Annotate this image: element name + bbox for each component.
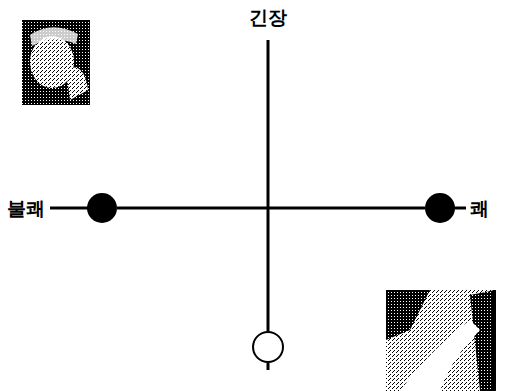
filled-circle — [425, 193, 455, 223]
tree-shape — [470, 290, 496, 391]
pole-label: 쾌 — [470, 199, 489, 218]
filled-circle — [87, 193, 117, 223]
pole-label: 불쾌 — [7, 199, 45, 218]
path-shape — [400, 320, 480, 391]
marker-shape — [87, 193, 117, 223]
person-photo — [22, 20, 90, 105]
hollow-marker — [253, 332, 283, 362]
vertical-axis-tail — [267, 363, 270, 370]
vertical-axis — [267, 40, 270, 331]
landscape-photo — [386, 290, 496, 391]
axis-label: 긴장 — [249, 8, 287, 27]
hand-shape — [66, 68, 88, 101]
axis-end-marker: 불쾌 — [87, 193, 117, 223]
photo-ground — [386, 290, 496, 391]
horizontal-axis-end — [50, 207, 90, 210]
horizontal-axis — [117, 207, 425, 210]
photo-edge — [493, 290, 496, 391]
horizontal-axis-end — [454, 207, 466, 210]
marker-shape — [425, 193, 455, 223]
cap-shape — [30, 27, 78, 46]
axis-end-marker: 쾌 — [425, 193, 455, 223]
tree-shape — [386, 290, 430, 340]
photo-ground — [22, 20, 90, 105]
